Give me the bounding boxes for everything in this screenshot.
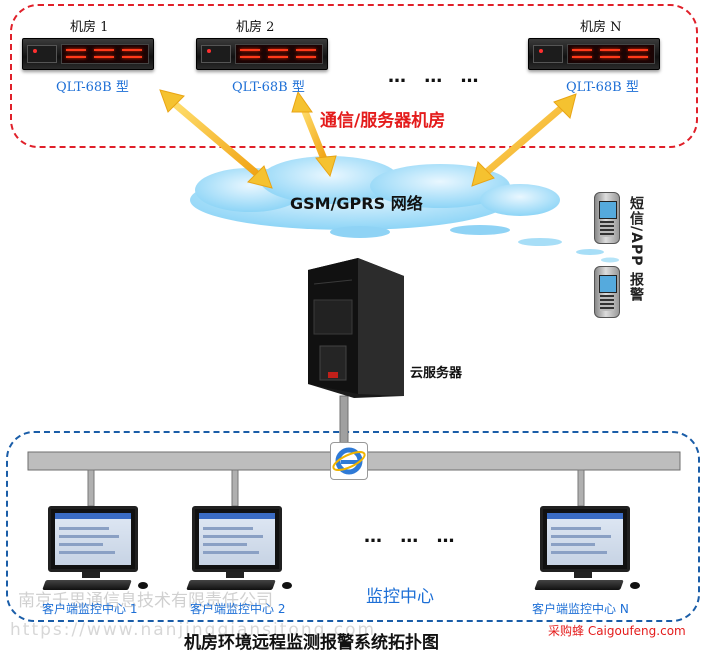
rack-device-1 bbox=[22, 38, 154, 70]
model-label-1: QLT-68B 型 bbox=[56, 80, 129, 95]
room-label-n: 机房 N bbox=[580, 20, 622, 35]
monitor-center-region bbox=[6, 431, 700, 622]
sms-app-alarm-label: 短信/APP 报警 bbox=[628, 196, 644, 303]
room-label-1: 机房 1 bbox=[70, 20, 109, 35]
server-room-label: 通信/服务器机房 bbox=[320, 111, 446, 131]
network-label: GSM/GPRS 网络 bbox=[290, 194, 423, 213]
monitor-label-1: 客户端监控中心 1 bbox=[42, 602, 138, 616]
rack-device-2 bbox=[196, 38, 328, 70]
monitor-label-n: 客户端监控中心 N bbox=[532, 602, 629, 616]
server-room-region bbox=[10, 4, 698, 148]
model-label-2: QLT-68B 型 bbox=[232, 80, 305, 95]
room-ellipsis: … … … bbox=[388, 66, 485, 87]
rack-device-n bbox=[528, 38, 660, 70]
room-label-2: 机房 2 bbox=[236, 20, 275, 35]
mobile-phone-icon bbox=[594, 266, 620, 318]
diagram-title: 机房环境远程监测报警系统拓扑图 bbox=[184, 633, 439, 653]
monitor-label-2: 客户端监控中心 2 bbox=[190, 602, 286, 616]
arrow-room2 bbox=[291, 90, 337, 178]
model-label-n: QLT-68B 型 bbox=[566, 80, 639, 95]
watermark-url: https://www.nanjingqiansitong.com bbox=[10, 620, 377, 640]
arrow-roomN bbox=[471, 93, 577, 187]
browser-ie-icon bbox=[330, 442, 368, 480]
monitor-ellipsis: … … … bbox=[364, 526, 461, 547]
watermark-company: 南京千思通信息技术有限责任公司 bbox=[18, 591, 273, 611]
server-label: 云服务器 bbox=[410, 366, 463, 381]
arrow-room1 bbox=[159, 89, 273, 189]
brand-watermark: 采购蜂 Caigoufeng.com bbox=[548, 624, 686, 638]
cloud-server-icon bbox=[308, 258, 404, 398]
mobile-phone-icon bbox=[594, 192, 620, 244]
monitor-center-label: 监控中心 bbox=[366, 587, 434, 607]
